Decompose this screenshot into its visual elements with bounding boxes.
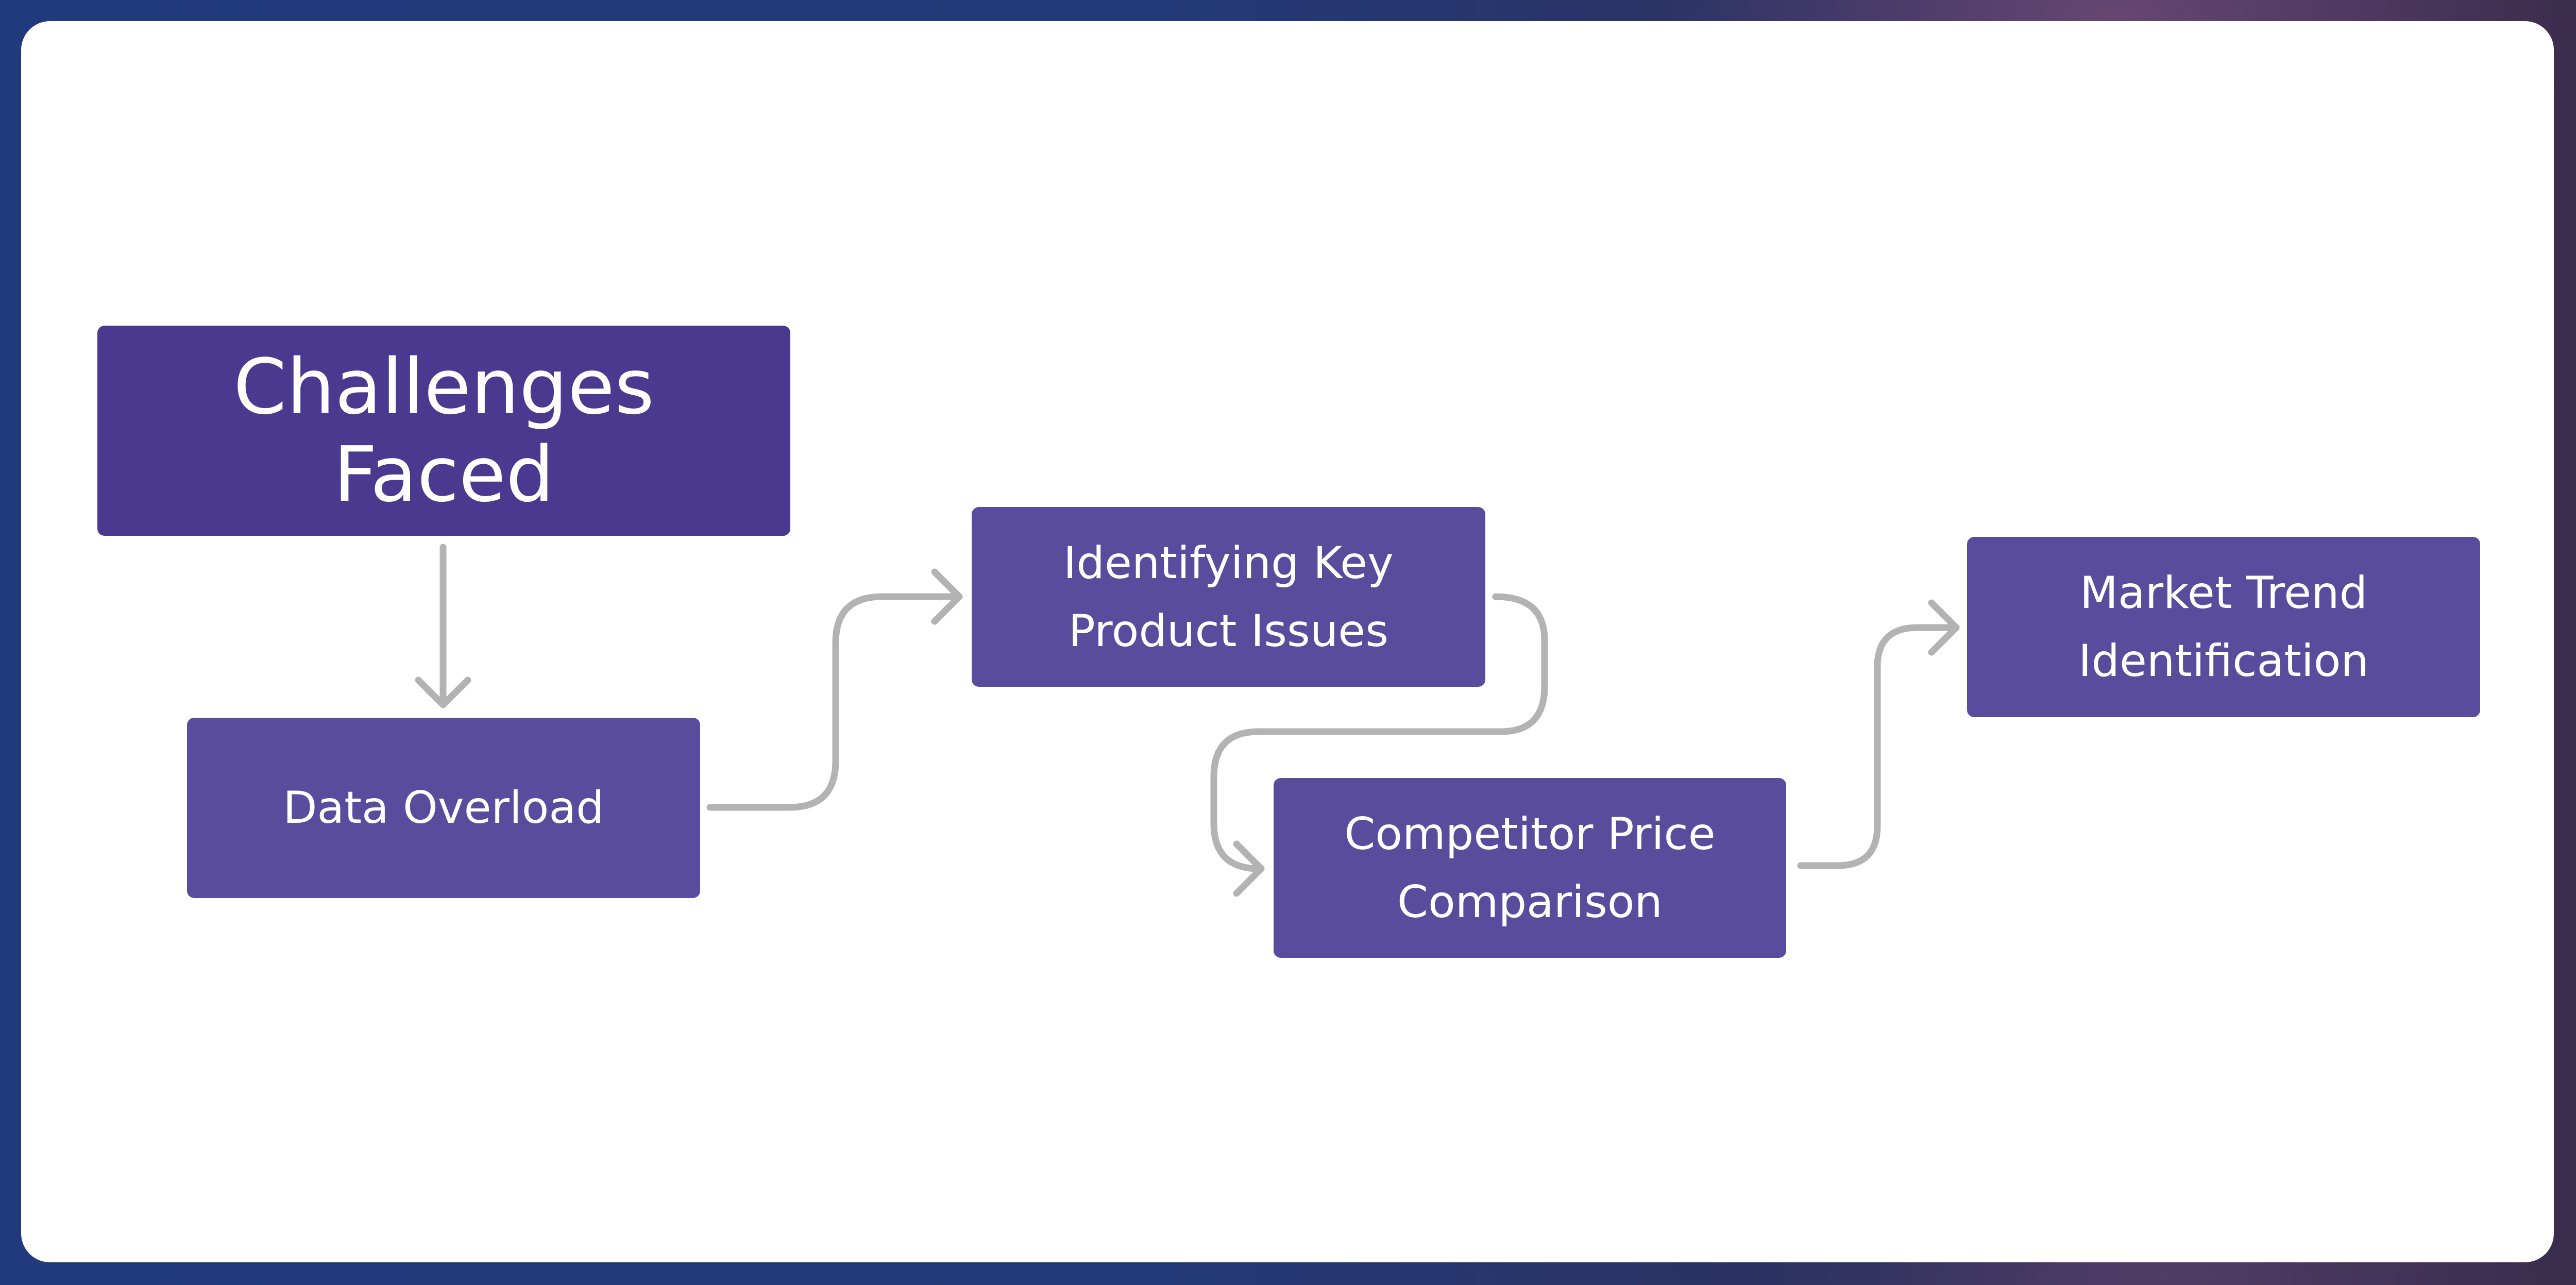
- step-box-identifying-key-product-issues: Identifying Key Product Issues: [972, 507, 1485, 687]
- arrowhead-right: [1233, 840, 1265, 897]
- step-label: Competitor Price Comparison: [1344, 808, 1716, 928]
- diagram-title: Challenges Faced: [233, 343, 655, 519]
- arrowhead-right: [1928, 599, 1960, 656]
- diagram-title-box: Challenges Faced: [97, 326, 790, 536]
- step-box-competitor-price-comparison: Competitor Price Comparison: [1274, 778, 1786, 958]
- step-label: Data Overload: [283, 782, 604, 834]
- arrowhead-right: [931, 568, 963, 625]
- step-label: Market Trend Identification: [2078, 567, 2369, 687]
- step-box-data-overload: Data Overload: [187, 718, 700, 898]
- connector-product-issues-to-competitor-price: [1210, 593, 1548, 872]
- step-label: Identifying Key Product Issues: [1063, 537, 1394, 657]
- connector-competitor-price-to-market-trend: [1797, 624, 1960, 869]
- step-box-market-trend-identification: Market Trend Identification: [1967, 537, 2480, 717]
- connector-data-overload-to-product-issues: [706, 593, 963, 811]
- arrowhead-down: [415, 677, 471, 708]
